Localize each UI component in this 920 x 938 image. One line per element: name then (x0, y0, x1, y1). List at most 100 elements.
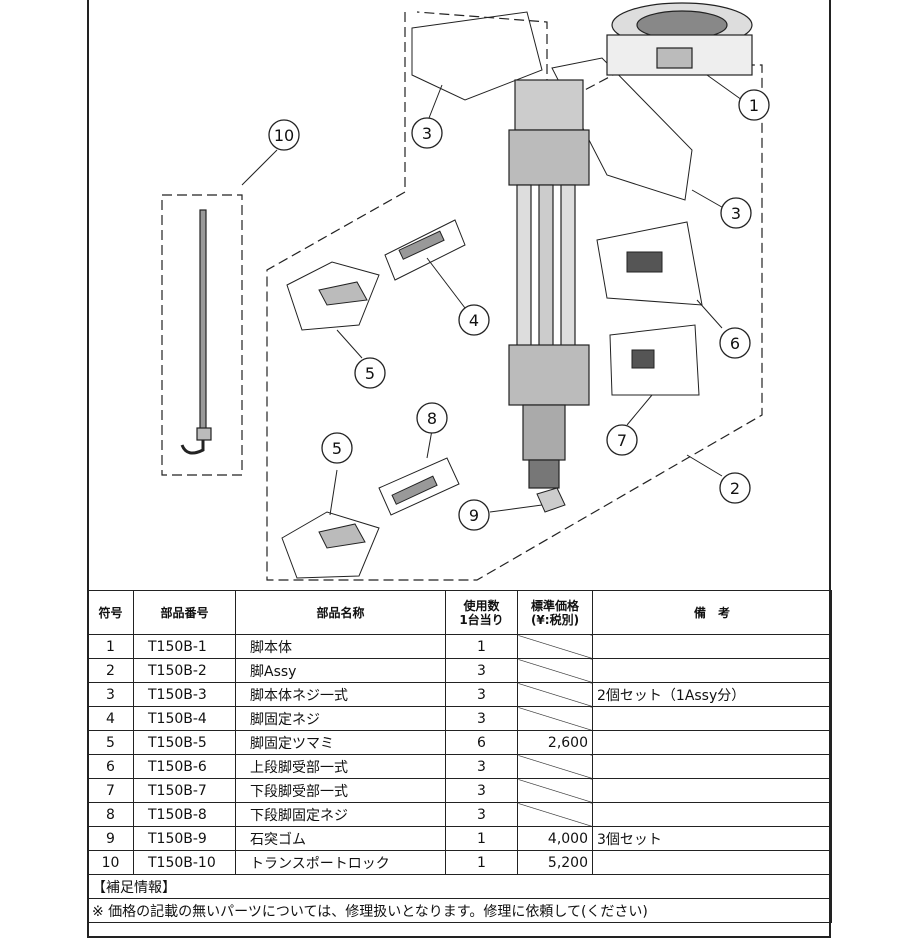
svg-text:10: 10 (274, 126, 294, 145)
header-no: 符号 (87, 590, 134, 635)
row-qty: 1 (445, 826, 518, 851)
row-part-name: 脚固定ネジ (235, 706, 446, 731)
svg-text:3: 3 (422, 124, 432, 143)
upper-receiver-part (626, 251, 663, 273)
callout-3a: 3 (411, 117, 443, 149)
callout-5b: 5 (321, 432, 353, 464)
callout-10: 10 (268, 119, 300, 151)
row-no: 9 (87, 826, 134, 851)
transport-lock-outline (161, 194, 243, 476)
row-part-name: 脚本体ネジ一式 (235, 682, 446, 707)
row-part-number: T150B-8 (133, 802, 236, 827)
table-header-row: 符号 部品番号 部品名称 使用数 1台当り 標準価格 (¥:税別) 備 考 (87, 590, 832, 635)
row-no: 8 (87, 802, 134, 827)
header-part-number: 部品番号 (133, 590, 236, 635)
svg-text:1: 1 (749, 96, 759, 115)
row-price (517, 706, 593, 731)
row-note (592, 802, 832, 827)
rubber-foot-part (536, 487, 566, 513)
header-price: 標準価格 (¥:税別) (517, 590, 593, 635)
row-qty: 3 (445, 706, 518, 731)
callout-8: 8 (416, 402, 448, 434)
callout-3b: 3 (720, 197, 752, 229)
row-price: 5,200 (517, 850, 593, 875)
row-no: 6 (87, 754, 134, 779)
supplement-label-row: 【補足情報】 (87, 874, 832, 899)
row-price: 4,000 (517, 826, 593, 851)
row-qty: 3 (445, 802, 518, 827)
callout-9: 9 (458, 499, 490, 531)
row-note (592, 730, 832, 755)
row-no: 2 (87, 658, 134, 683)
row-part-number: T150B-3 (133, 682, 236, 707)
svg-text:7: 7 (617, 431, 627, 450)
row-part-number: T150B-4 (133, 706, 236, 731)
svg-text:6: 6 (730, 334, 740, 353)
exploded-parts-diagram: 1 2 3 3 4 5 5 6 7 8 9 10 (161, 2, 770, 581)
row-qty: 1 (445, 634, 518, 659)
svg-text:5: 5 (332, 439, 342, 458)
row-price (517, 634, 593, 659)
screw-set-outline-a (411, 11, 543, 101)
row-no: 7 (87, 778, 134, 803)
svg-text:5: 5 (365, 364, 375, 383)
row-price (517, 682, 593, 707)
row-part-number: T150B-5 (133, 730, 236, 755)
row-note (592, 658, 832, 683)
callout-7: 7 (606, 424, 638, 456)
row-part-name: 下段脚固定ネジ (235, 802, 446, 827)
svg-text:3: 3 (731, 204, 741, 223)
row-note (592, 778, 832, 803)
supplement-text-row: ※ 価格の記載の無いパーツについては、修理扱いとなります。修理に依頼して(くださ… (87, 898, 832, 923)
leg-part (508, 79, 590, 489)
row-part-name: 下段脚受部一式 (235, 778, 446, 803)
row-note (592, 634, 832, 659)
row-part-name: 上段脚受部一式 (235, 754, 446, 779)
row-price (517, 658, 593, 683)
lower-receiver-outline (609, 324, 700, 396)
row-price: 2,600 (517, 730, 593, 755)
svg-text:4: 4 (469, 311, 479, 330)
row-note: 2個セット（1Assy分） (592, 682, 832, 707)
svg-text:8: 8 (427, 409, 437, 428)
header-note: 備 考 (592, 590, 832, 635)
supplement-text: ※ 価格の記載の無いパーツについては、修理扱いとなります。修理に依頼して(くださ… (87, 898, 832, 923)
row-price (517, 778, 593, 803)
row-qty: 3 (445, 658, 518, 683)
row-part-name: 石突ゴム (235, 826, 446, 851)
head-part (606, 2, 753, 76)
row-note (592, 850, 832, 875)
knob-outline-a (286, 261, 380, 331)
row-no: 5 (87, 730, 134, 755)
header-qty: 使用数 1台当り (445, 590, 518, 635)
fix-screw-outline-a (384, 219, 466, 281)
supplement-label: 【補足情報】 (87, 874, 832, 899)
svg-text:2: 2 (730, 479, 740, 498)
row-qty: 3 (445, 778, 518, 803)
row-price (517, 754, 593, 779)
row-part-number: T150B-2 (133, 658, 236, 683)
row-part-number: T150B-7 (133, 778, 236, 803)
row-note (592, 706, 832, 731)
fix-screw-outline-b (378, 457, 460, 516)
row-no: 10 (87, 850, 134, 875)
svg-text:9: 9 (469, 506, 479, 525)
row-part-number: T150B-6 (133, 754, 236, 779)
row-qty: 6 (445, 730, 518, 755)
row-part-name: 脚本体 (235, 634, 446, 659)
row-note: 3個セット (592, 826, 832, 851)
screw-parts (391, 230, 445, 505)
screw-set-outline-b (551, 57, 693, 201)
row-part-name: トランスポートロック (235, 850, 446, 875)
row-part-name: 脚固定ツマミ (235, 730, 446, 755)
callout-5a: 5 (354, 357, 386, 389)
